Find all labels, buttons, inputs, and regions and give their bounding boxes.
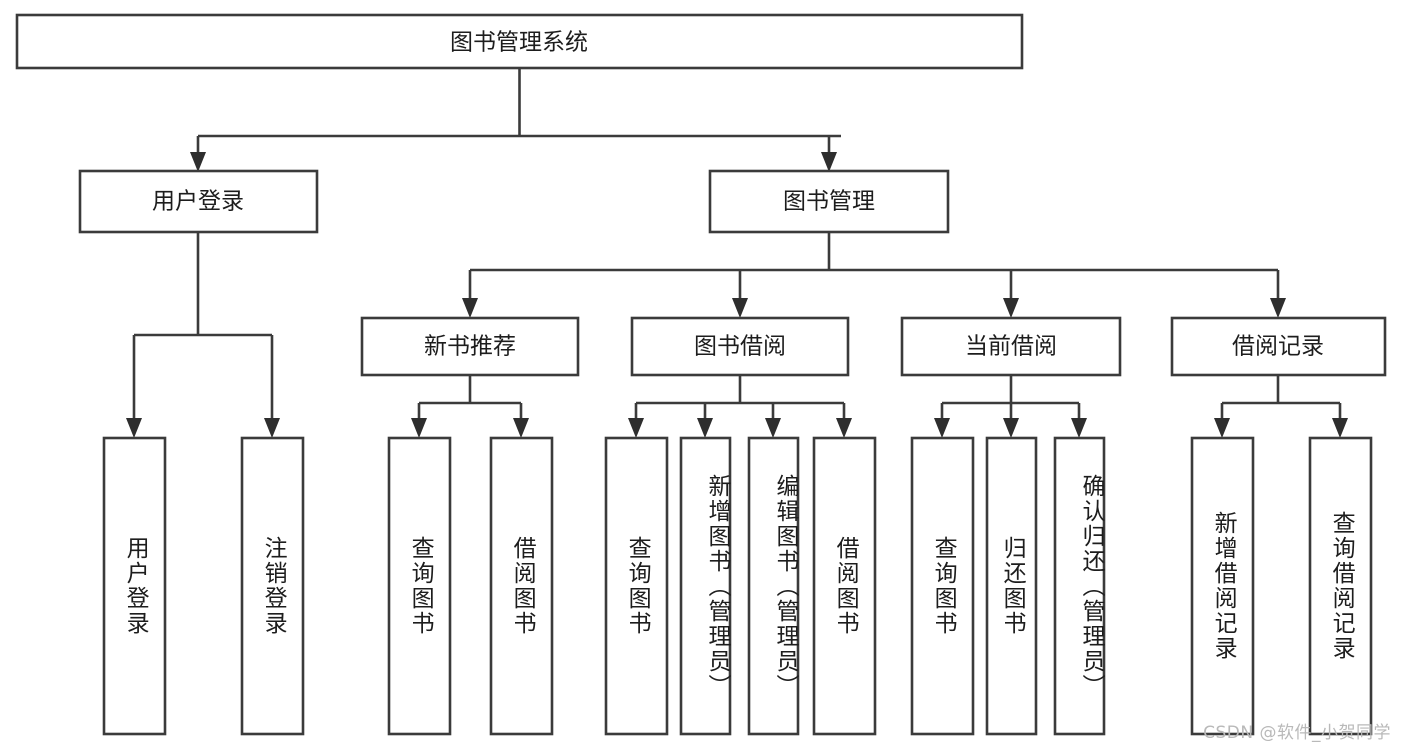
node-leaf-query-book-2-box[interactable]: [604, 436, 669, 736]
arrowhead-book-borrow: [732, 298, 748, 318]
node-user-login-box[interactable]: [78, 169, 319, 234]
node-leaf-add-book-box[interactable]: [679, 436, 732, 736]
node-leaf-return-book-box[interactable]: [985, 436, 1038, 736]
node-book-borrow[interactable]: 图书借阅: [630, 316, 850, 377]
connector-group-borrow-record: [1214, 375, 1348, 438]
arrowhead-current-borrow: [1003, 298, 1019, 318]
arrowhead-leaf-confirm-return: [1071, 418, 1087, 438]
node-book-borrow-label: 图书借阅: [694, 334, 786, 360]
arrowhead-leaf-query-record: [1332, 418, 1348, 438]
arrowhead-leaf-borrow-book-2: [836, 418, 852, 438]
connector-group-new-book-recommend: [411, 375, 529, 438]
node-current-borrow-box[interactable]: [900, 316, 1122, 377]
node-user-login[interactable]: 用户登录: [78, 169, 319, 234]
arrowhead-user-login: [190, 152, 206, 172]
node-book-borrow-box[interactable]: [630, 316, 850, 377]
node-user-login-label: 用户登录: [152, 189, 244, 215]
node-leaf-confirm-return-box[interactable]: [1053, 436, 1106, 736]
arrowhead-leaf-query-book-1: [411, 418, 427, 438]
arrowhead-leaf-add-book: [697, 418, 713, 438]
node-leaf-query-record-box[interactable]: [1308, 436, 1373, 736]
arrowhead-leaf-borrow-book-1: [513, 418, 529, 438]
connector-group-user-login: [126, 232, 280, 438]
arrowhead-new-book-recommend: [462, 298, 478, 318]
arrowhead-leaf-return-book: [1003, 418, 1019, 438]
arrowhead-leaf-add-record: [1214, 418, 1230, 438]
node-leaf-borrow-book-2-box[interactable]: [812, 436, 877, 736]
node-new-book-recommend[interactable]: 新书推荐: [360, 316, 580, 377]
node-leaf-borrow-book-1-box[interactable]: [489, 436, 554, 736]
node-borrow-record-label: 借阅记录: [1232, 334, 1324, 360]
node-new-book-recommend-box[interactable]: [360, 316, 580, 377]
node-leaf-logout-login-box[interactable]: [240, 436, 305, 736]
node-leaf-add-record-box[interactable]: [1190, 436, 1255, 736]
arrowhead-leaf-user-login: [126, 418, 142, 438]
arrowhead-leaf-query-book-3: [934, 418, 950, 438]
connector-group-book-management: [462, 232, 1286, 318]
arrowhead-leaf-edit-book: [765, 418, 781, 438]
node-book-management-label: 图书管理: [783, 189, 875, 215]
connector-group-root: [190, 68, 841, 172]
arrowhead-leaf-logout-login: [264, 418, 280, 438]
node-leaf-user-login-box[interactable]: [102, 436, 167, 736]
arrowhead-book-management: [821, 152, 837, 172]
node-root-label: 图书管理系统: [450, 30, 588, 56]
node-borrow-record[interactable]: 借阅记录: [1170, 316, 1387, 377]
node-book-management[interactable]: 图书管理: [708, 169, 950, 234]
node-current-borrow-label: 当前借阅: [965, 334, 1057, 360]
connector-group-book-borrow: [628, 375, 852, 438]
node-root[interactable]: 图书管理系统: [15, 13, 1024, 70]
arrowhead-borrow-record: [1270, 298, 1286, 318]
csdn-watermark: CSDN @软件_小贺同学: [1203, 723, 1391, 743]
connector-group-current-borrow: [934, 375, 1087, 438]
node-borrow-record-box[interactable]: [1170, 316, 1387, 377]
node-book-management-box[interactable]: [708, 169, 950, 234]
node-leaf-edit-book-box[interactable]: [747, 436, 800, 736]
node-current-borrow[interactable]: 当前借阅: [900, 316, 1122, 377]
node-leaf-query-book-3-box[interactable]: [910, 436, 975, 736]
node-leaf-query-book-1-box[interactable]: [387, 436, 452, 736]
node-new-book-recommend-label: 新书推荐: [424, 334, 516, 360]
node-root-box[interactable]: [15, 13, 1024, 70]
arrowhead-leaf-query-book-2: [628, 418, 644, 438]
